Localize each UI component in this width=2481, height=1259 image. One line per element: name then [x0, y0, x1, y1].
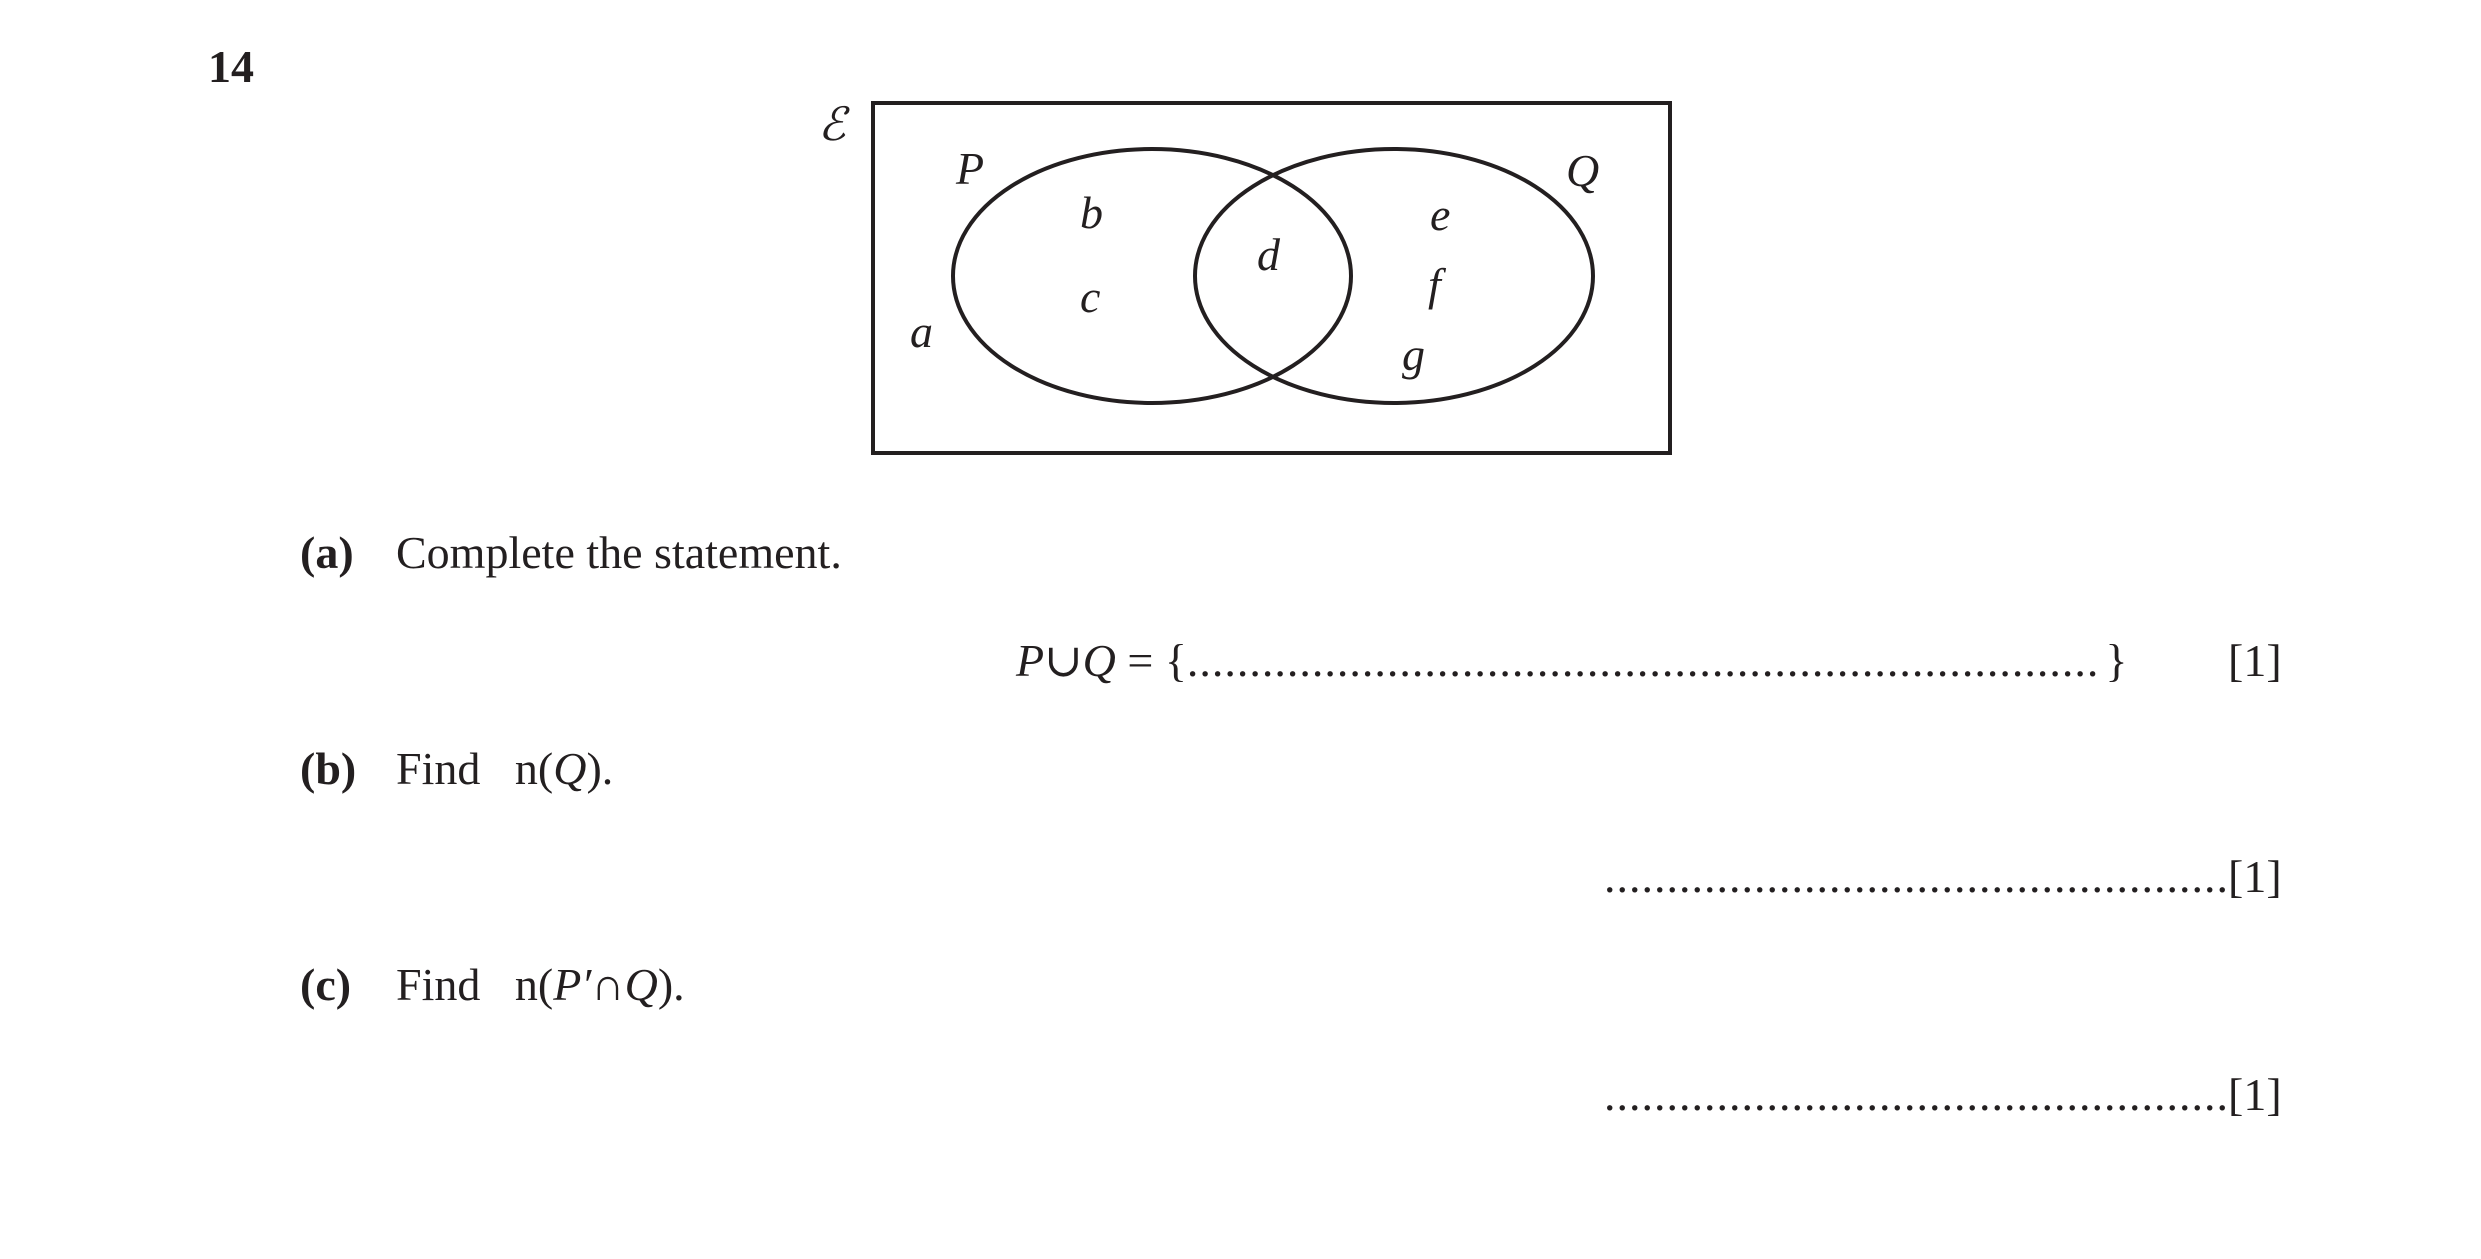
universal-set-box — [871, 101, 1672, 455]
part-a-prompt-text: Complete the statement. — [396, 527, 842, 578]
element-b: b — [1080, 187, 1103, 238]
part-a-set-q: Q — [1082, 635, 1116, 686]
part-c-prompt: (c) Find n(P′∩Q). — [300, 962, 685, 1008]
part-b-prompt: (b) Find n(Q). — [300, 746, 613, 792]
question-number: 14 — [208, 41, 254, 92]
part-a-equals-brace: = { — [1115, 635, 1187, 686]
part-c-answer-dots[interactable]: ........................................… — [1604, 1069, 2229, 1120]
part-b-set-q: Q — [553, 743, 587, 794]
part-a-answer-line[interactable]: P∪Q = {.................................… — [1016, 638, 2128, 684]
part-a-close-brace: } — [2105, 635, 2128, 686]
element-c: c — [1080, 271, 1100, 322]
part-c-set-q: Q — [624, 959, 658, 1010]
element-e: e — [1430, 189, 1450, 240]
part-b-close: ). — [586, 743, 614, 794]
part-b-answer-dots[interactable]: ........................................… — [1604, 851, 2229, 902]
universal-set-symbol: ℰ — [818, 99, 850, 150]
element-a: a — [910, 306, 933, 357]
intersection-symbol: ∩ — [591, 959, 625, 1010]
venn-diagram: ℰ P Q a b c d e f g — [818, 99, 1672, 455]
set-q-circle — [1193, 147, 1595, 405]
part-b-marks: [1] — [2228, 851, 2282, 902]
part-b-find: Find — [396, 743, 481, 794]
part-c-close: ). — [657, 959, 685, 1010]
part-a-label: (a) — [300, 527, 354, 578]
part-a-set-p: P — [1016, 635, 1045, 686]
part-a-marks: [1] — [2228, 635, 2282, 686]
part-b-label: (b) — [300, 743, 357, 794]
set-q-label: Q — [1566, 145, 1599, 196]
part-b-n: n( — [514, 743, 554, 794]
part-c-set-p-complement: P′ — [553, 959, 592, 1010]
set-p-label: P — [955, 143, 984, 194]
part-c-find: Find — [396, 959, 481, 1010]
part-a-prompt: (a) Complete the statement. — [300, 530, 842, 576]
part-c-label: (c) — [300, 959, 352, 1010]
set-p-circle — [951, 147, 1353, 405]
part-c-marks: [1] — [2228, 1069, 2282, 1120]
element-d: d — [1257, 229, 1281, 280]
union-symbol: ∪ — [1044, 635, 1083, 686]
element-f: f — [1428, 259, 1447, 310]
part-a-answer-dots[interactable]: ........................................… — [1186, 635, 2100, 686]
element-g: g — [1402, 329, 1425, 380]
part-c-n: n( — [514, 959, 554, 1010]
